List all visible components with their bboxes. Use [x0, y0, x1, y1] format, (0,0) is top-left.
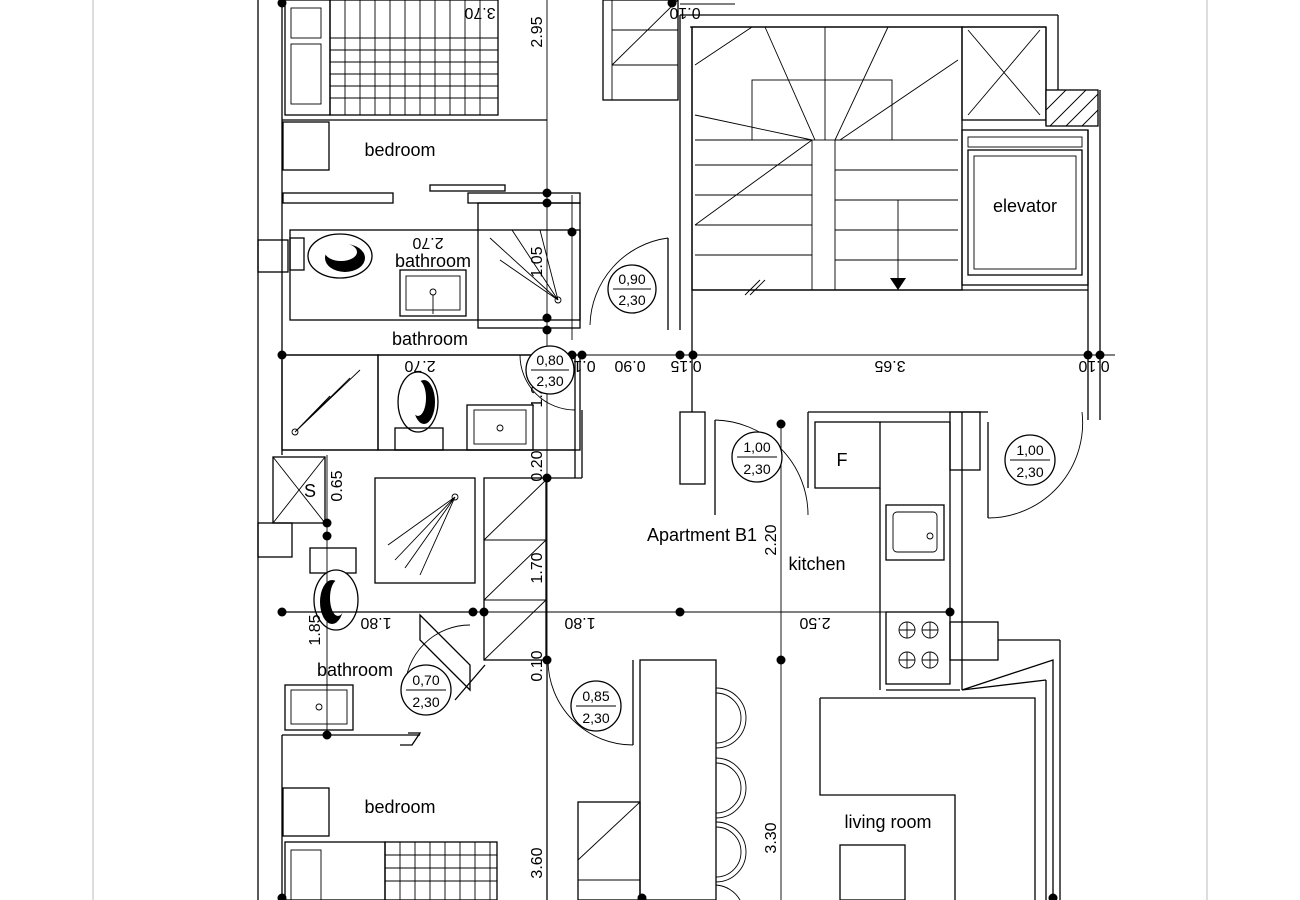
dim-3-60: 3.60 — [529, 847, 546, 878]
door-width: 1,00 — [1016, 442, 1043, 458]
room-label-kitchen: kitchen — [788, 554, 845, 574]
door-height: 2,30 — [412, 694, 439, 710]
kitchen: F kitchen — [788, 411, 999, 691]
room-label-bathroom-3: bathroom — [317, 660, 393, 680]
door-width: 0,80 — [536, 352, 563, 368]
partition-walls — [400, 330, 706, 900]
dim-2-20: 2.20 — [763, 524, 780, 555]
bathroom-1: bathroom — [257, 202, 581, 329]
staircase — [691, 26, 1088, 296]
dim-0-15: 0.15 — [670, 357, 701, 374]
door-tag: 0,90 2,30 — [607, 264, 657, 314]
dim-3-70: 3.70 — [464, 4, 495, 21]
door-tag: 0,80 2,30 — [525, 345, 575, 395]
fridge-label: F — [837, 450, 848, 470]
door-swings — [404, 237, 1084, 746]
bedroom-top: bedroom — [282, 0, 679, 204]
dim-0-10-right: 0.10 — [1078, 357, 1109, 374]
door-width: 0,90 — [618, 271, 645, 287]
bedroom-bottom: bedroom — [282, 787, 641, 900]
door-height: 2,30 — [536, 373, 563, 389]
door-height: 2,30 — [1016, 464, 1043, 480]
door-tags: 0,90 2,30 0,80 2,30 1,00 2,30 1,00 2,30 … — [400, 264, 1056, 732]
door-tag: 1,00 2,30 — [1004, 434, 1056, 486]
shaft-label: S — [304, 481, 316, 501]
dim-2-95: 2.95 — [529, 16, 546, 47]
dimension-labels: 3.70 0.10 2.95 2.70 1.05 2.70 0.10 0.90 … — [307, 4, 1110, 879]
door-height: 2,30 — [743, 461, 770, 477]
dim-1-80-a: 1.80 — [360, 614, 391, 631]
door-height: 2,30 — [582, 710, 609, 726]
shaft: S — [257, 456, 326, 558]
sheet-frame — [92, 0, 1208, 900]
room-label-bathroom-1: bathroom — [395, 251, 471, 271]
dim-2-70-b: 2.70 — [404, 357, 435, 374]
apartment-title: Apartment B1 — [647, 525, 757, 545]
dim-2-50: 2.50 — [799, 614, 830, 631]
room-label-elevator: elevator — [993, 196, 1057, 216]
door-width: 1,00 — [743, 439, 770, 455]
room-label-bedroom-top: bedroom — [364, 140, 435, 160]
elevator: elevator — [961, 89, 1099, 286]
door-tag: 0,85 2,30 — [570, 680, 622, 732]
living-room: living room Apartment B1 — [639, 525, 1061, 900]
dim-0-65: 0.65 — [329, 470, 346, 501]
dim-0-90: 0.90 — [614, 357, 645, 374]
dim-1-05: 1.05 — [529, 246, 546, 277]
bathroom-3: bathroom — [282, 477, 547, 736]
door-width: 0,70 — [412, 672, 439, 688]
dim-0-10-low: 0.10 — [529, 650, 546, 681]
door-width: 0,85 — [582, 688, 609, 704]
dim-1-85: 1.85 — [307, 614, 324, 645]
dim-1-80-b: 1.80 — [564, 614, 595, 631]
dim-0-10-top: 0.10 — [669, 4, 700, 21]
room-label-bathroom-2: bathroom — [392, 329, 468, 349]
door-tag: 1,00 2,30 — [731, 431, 783, 483]
dim-1-70: 1.70 — [529, 552, 546, 583]
dim-3-30: 3.30 — [763, 822, 780, 853]
dim-3-65: 3.65 — [874, 357, 905, 374]
door-height: 2,30 — [618, 292, 645, 308]
door-tag: 0,70 2,30 — [400, 664, 452, 716]
dim-0-20: 0.20 — [529, 450, 546, 481]
room-label-living-room: living room — [844, 812, 931, 832]
room-label-bedroom-bottom: bedroom — [364, 797, 435, 817]
dim-2-70-a: 2.70 — [412, 234, 443, 251]
